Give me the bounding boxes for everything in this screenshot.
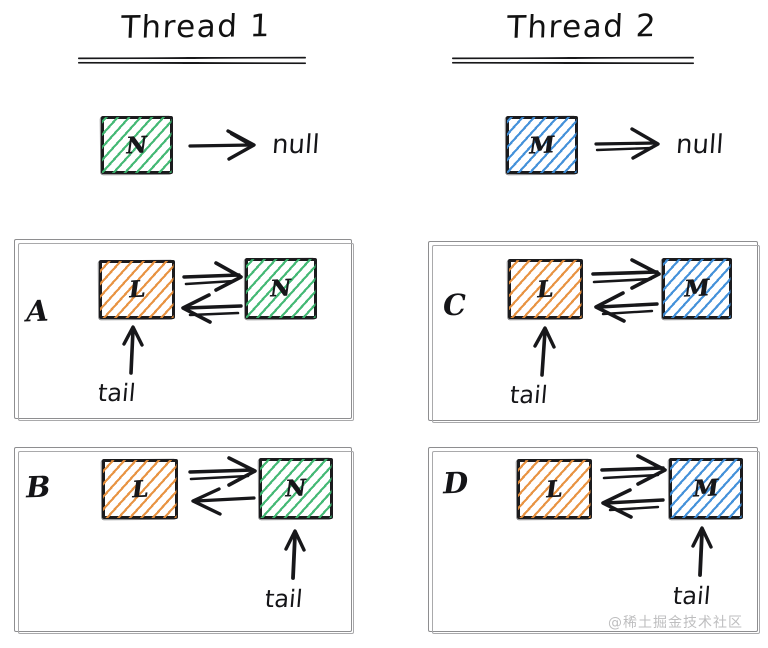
panel-c-tail-label: tail [508,381,549,409]
thread-2-underline-stroke-1 [451,56,695,60]
thread-1-underline-stroke-2 [77,61,307,65]
panel-b-node-L: L [102,459,178,519]
thread-1-underline [77,56,307,66]
node-label: M [683,274,711,303]
null-label-thread-1: null [270,130,321,160]
node-label: N [284,474,308,503]
panel-d-node-L: L [517,459,592,519]
arrow-M-to-null [594,127,660,160]
panel-c-letter: C [442,287,467,323]
panel-d-node-M: M [669,458,743,519]
node-label: L [536,275,555,303]
thread-2-underline-stroke-2 [451,61,695,65]
panel-b-tail-label: tail [263,585,304,613]
thread-1-underline-stroke-1 [77,56,307,60]
node-label: L [545,475,564,503]
panel-a-tail-label: tail [96,379,137,407]
node-label: N [269,274,293,303]
panel-c-node-L: L [508,259,583,319]
panel-b-letter: B [25,469,52,505]
panel-d-tail-label: tail [671,582,712,610]
panel-d-letter: D [442,465,469,501]
node-top-right-M: M [506,116,578,174]
thread-2-title: Thread 2 [506,8,658,46]
node-top-left-N: N [101,116,173,174]
thread-1-title: Thread 1 [120,8,272,46]
arrow-N-to-null [188,129,256,161]
node-label: M [528,130,556,160]
null-label-thread-2: null [674,130,725,160]
column-header-thread-2: Thread 2 [460,8,704,46]
node-label: L [128,275,146,304]
thread-2-underline [451,56,695,66]
watermark: @稀土掘金技术社区 [608,615,743,631]
panel-a-node-N: N [245,258,317,319]
panel-c-node-M: M [662,258,732,319]
node-label: N [125,130,149,160]
panel-a-letter: A [25,293,50,329]
node-label: L [131,475,149,503]
column-header-thread-1: Thread 1 [78,8,314,46]
panel-b-node-N: N [259,458,333,519]
panel-a-node-L: L [99,260,175,319]
node-label: M [692,474,720,503]
